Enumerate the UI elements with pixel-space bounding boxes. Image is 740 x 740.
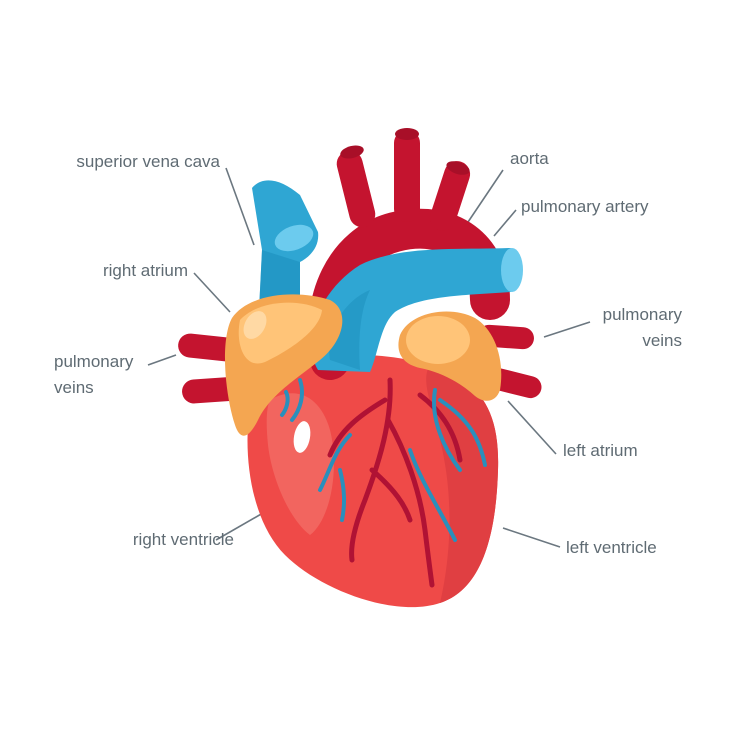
leader-superior-vena-cava — [225, 167, 255, 246]
aorta-branches — [336, 128, 471, 231]
label-superior-vena-cava: superior vena cava — [76, 152, 220, 171]
left-atrium-highlight — [406, 316, 470, 364]
label-left-ventricle: left ventricle — [566, 538, 657, 557]
leader-pulmonary-artery — [493, 209, 517, 237]
leader-right-atrium — [193, 272, 231, 313]
leader-aorta — [463, 169, 504, 229]
leader-lines — [147, 167, 591, 548]
leader-left-ventricle — [502, 527, 561, 548]
vena-cava-opening — [274, 224, 314, 252]
coronary-veins — [280, 378, 487, 542]
leader-left-atrium — [507, 400, 557, 455]
label-pulmonary-veins-right-1: pulmonary — [602, 305, 682, 324]
label-right-ventricle: right ventricle — [132, 530, 234, 549]
right-atrium-shine — [243, 311, 267, 339]
label-right-atrium: right atrium — [102, 261, 188, 280]
right-ventricle-highlight — [266, 393, 334, 535]
label-pulmonary-veins-right-2: veins — [642, 331, 682, 350]
label-pulmonary-veins-left-2: veins — [54, 378, 94, 397]
pulmonary-artery-shade — [329, 290, 370, 370]
coronary-arteries — [327, 377, 463, 588]
leader-pulmonary-veins-left — [147, 354, 177, 366]
leader-pulmonary-veins-right — [543, 321, 591, 338]
label-left-atrium: left atrium — [563, 441, 638, 460]
leader-right-ventricle — [215, 512, 264, 541]
pulmonary-artery — [311, 248, 522, 372]
label-aorta: aorta — [510, 149, 549, 168]
pulmonary-artery-opening — [501, 248, 523, 292]
heart-shine — [293, 421, 311, 453]
label-pulmonary-artery: pulmonary artery — [521, 197, 649, 216]
label-pulmonary-veins-left-1: pulmonary — [54, 352, 134, 371]
